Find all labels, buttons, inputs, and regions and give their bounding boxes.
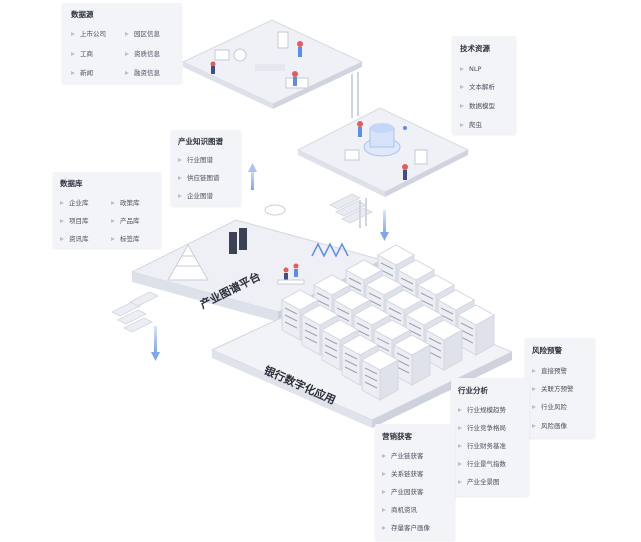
bullet-triangle-icon: [532, 369, 536, 373]
marketing-item: 产业链获客: [382, 452, 424, 460]
marketing-item: 关系链获客: [382, 470, 424, 478]
marketing-item: 商机资讯: [382, 506, 417, 514]
risk-warning-item: 直接预警: [532, 367, 567, 375]
bullet-triangle-icon: [460, 123, 464, 127]
middle-platform: [296, 107, 470, 197]
tech-resources-card: 技术资源 NLP 文本解析 数据模型 爬虫: [452, 36, 516, 134]
industry-analysis-item: 产业全景图: [458, 478, 500, 486]
data-source-item: 融资信息: [125, 69, 160, 77]
database-item: 产品库: [111, 217, 140, 225]
database-item: 项目库: [60, 217, 89, 225]
knowledge-graph-card: 产业知识图谱 行业图谱 供应链图谱 企业图谱: [171, 130, 241, 206]
bullet-triangle-icon: [460, 104, 464, 108]
knowledge-graph-item: 企业图谱: [178, 192, 213, 200]
bullet-triangle-icon: [71, 71, 75, 75]
bullet-triangle-icon: [532, 387, 536, 391]
bullet-triangle-icon: [125, 32, 129, 36]
data-source-item: 上市公司: [71, 30, 106, 38]
connector-pipes-top: [351, 72, 359, 118]
knowledge-graph-item: 供应链图谱: [178, 174, 220, 182]
data-source-item: 工商: [71, 50, 93, 58]
data-source-card: 数据源 上市公司 园区信息 工商 资质信息 新闻 融资信息: [62, 3, 182, 83]
bullet-triangle-icon: [60, 201, 64, 205]
marketing-card: 营销获客 产业链获客 关系链获客 产业园获客 商机资讯 存量客户画像: [375, 424, 455, 540]
database-item: 资讯库: [60, 235, 89, 243]
top-platform: [181, 19, 364, 109]
industry-analysis-item: 行业竞争格局: [458, 424, 506, 432]
tech-resources-item: 爬虫: [460, 121, 482, 129]
risk-warning-item: 风险画像: [532, 422, 567, 430]
marketing-item: 存量客户画像: [382, 524, 430, 532]
server-cabinets: [280, 244, 496, 401]
industry-analysis-item: 行业规模趋势: [458, 406, 506, 414]
bullet-triangle-icon: [382, 508, 386, 512]
tech-resources-title: 技术资源: [460, 44, 490, 53]
bullet-triangle-icon: [460, 85, 464, 89]
server-cabinet: [456, 304, 496, 356]
bullet-triangle-icon: [458, 462, 462, 466]
bullet-triangle-icon: [460, 67, 464, 71]
bullet-triangle-icon: [60, 219, 64, 223]
bullet-triangle-icon: [532, 424, 536, 428]
risk-warning-title: 风险预警: [532, 346, 562, 355]
bullet-triangle-icon: [382, 454, 386, 458]
bullet-triangle-icon: [382, 490, 386, 494]
bullet-triangle-icon: [60, 237, 64, 241]
risk-warning-card: 风险预警 直接预警 关联方预警 行业风险 风险画像: [525, 338, 595, 438]
bullet-triangle-icon: [111, 201, 115, 205]
database-item: 标签库: [111, 235, 140, 243]
bullet-triangle-icon: [125, 71, 129, 75]
bullet-triangle-icon: [382, 472, 386, 476]
bullet-triangle-icon: [111, 237, 115, 241]
bullet-triangle-icon: [178, 176, 182, 180]
marketing-title: 营销获客: [382, 432, 412, 441]
server-cabinet: [392, 334, 432, 386]
data-source-title: 数据源: [71, 10, 94, 19]
database-card: 数据库 企业库 政策库 项目库 产品库 资讯库 标签库: [53, 172, 161, 248]
marketing-item: 产业园获客: [382, 488, 424, 496]
risk-warning-item: 关联方预警: [532, 385, 574, 393]
tech-resources-item: 数据模型: [460, 102, 495, 110]
bullet-triangle-icon: [111, 219, 115, 223]
industry-analysis-item: 行业景气指数: [458, 460, 506, 468]
industry-analysis-card: 行业分析 行业规模趋势 行业竞争格局 行业财务基准 行业景气指数 产业全景图: [451, 378, 529, 496]
bullet-triangle-icon: [178, 194, 182, 198]
knowledge-graph-title: 产业知识图谱: [178, 137, 223, 146]
industry-analysis-item: 行业财务基准: [458, 442, 506, 450]
connector-pipes-lower: [359, 198, 367, 228]
industry-analysis-title: 行业分析: [458, 386, 488, 395]
data-source-item: 资质信息: [125, 50, 160, 58]
bullet-triangle-icon: [458, 408, 462, 412]
bullet-triangle-icon: [458, 444, 462, 448]
bullet-triangle-icon: [125, 52, 129, 56]
bullet-triangle-icon: [178, 158, 182, 162]
stairs-left: [110, 291, 160, 333]
flow-arrows: [151, 163, 389, 361]
server-cabinet: [424, 319, 464, 371]
server-cabinet: [360, 349, 400, 401]
knowledge-graph-item: 行业图谱: [178, 156, 213, 164]
database-item: 企业库: [60, 199, 89, 207]
data-source-item: 园区信息: [125, 30, 160, 38]
risk-warning-item: 行业风险: [532, 403, 567, 411]
bullet-triangle-icon: [532, 405, 536, 409]
database-title: 数据库: [60, 179, 83, 188]
bullet-triangle-icon: [71, 32, 75, 36]
tech-resources-item: NLP: [460, 65, 481, 73]
bullet-triangle-icon: [71, 52, 75, 56]
tech-resources-item: 文本解析: [460, 83, 495, 91]
bullet-triangle-icon: [458, 480, 462, 484]
bullet-triangle-icon: [382, 526, 386, 530]
data-source-item: 新闻: [71, 69, 93, 77]
bullet-triangle-icon: [458, 426, 462, 430]
database-item: 政策库: [111, 199, 140, 207]
